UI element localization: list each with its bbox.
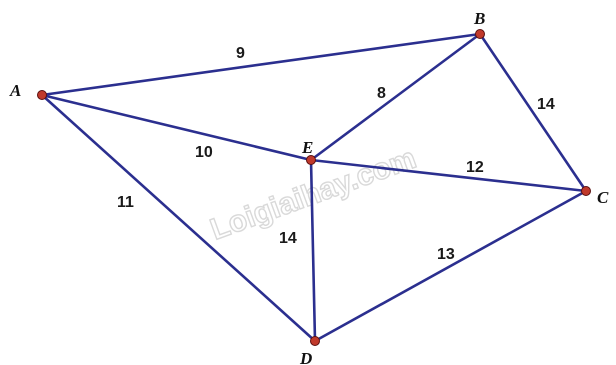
edge-a-d — [40, 93, 317, 343]
edge-group — [40, 32, 588, 343]
edge-e-c — [309, 158, 588, 193]
weight-label-a-e: 10 — [195, 144, 213, 161]
weight-label-b-c: 14 — [537, 96, 555, 113]
vertex-label-c: C — [597, 188, 609, 207]
vertex-label-d: D — [299, 349, 312, 365]
vertex-e — [306, 155, 316, 165]
edge-a-b — [40, 32, 482, 97]
edge-b-c — [478, 32, 588, 193]
vertex-b — [475, 29, 485, 39]
vertex-label-a: A — [9, 81, 21, 100]
vertex-group — [37, 29, 591, 346]
weight-label-a-d: 11 — [117, 194, 134, 211]
vertex-d — [310, 336, 320, 346]
edge-b-e — [309, 32, 482, 162]
weight-label-d-c: 13 — [437, 246, 455, 263]
vertex-label-b: B — [473, 9, 485, 28]
vertex-a — [37, 90, 47, 100]
weight-label-e-c: 12 — [466, 159, 484, 176]
weight-label-a-b: 9 — [236, 45, 245, 62]
edge-e-d — [309, 158, 317, 343]
vertex-label-e: E — [301, 138, 313, 157]
weight-label-group: 9 10 11 8 14 12 14 13 — [117, 45, 555, 263]
vertex-c — [581, 186, 591, 196]
vertex-label-group: A B C D E — [9, 9, 609, 365]
weight-label-e-d: 14 — [279, 230, 297, 247]
edge-a-e — [40, 93, 313, 162]
edge-d-c — [313, 189, 588, 343]
weight-label-b-e: 8 — [377, 85, 386, 102]
